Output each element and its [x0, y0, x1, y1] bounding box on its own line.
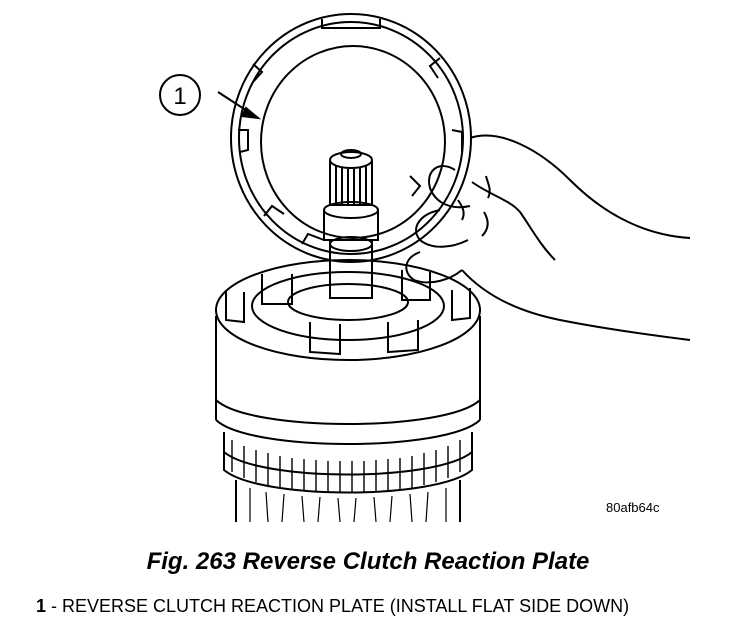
legend-text: - REVERSE CLUTCH REACTION PLATE (INSTALL… [46, 596, 630, 616]
callout-number: 1 [173, 83, 186, 110]
input-shaft [323, 149, 379, 299]
reaction-plate [230, 13, 472, 263]
illustration-svg: 1 [159, 13, 691, 523]
legend-number: 1 [36, 596, 47, 616]
legend: 1 - REVERSE CLUTCH REACTION PLATE (INSTA… [36, 596, 716, 616]
clutch-plate-illustration: 1 [159, 13, 691, 523]
callout-arrow [217, 91, 262, 120]
callout-circle [159, 74, 201, 116]
hand [405, 134, 691, 341]
image-id: 80afb64c [606, 500, 660, 515]
figure-caption: Fig. 263 Reverse Clutch Reaction Plate [146, 548, 590, 575]
clutch-drum [215, 259, 481, 523]
